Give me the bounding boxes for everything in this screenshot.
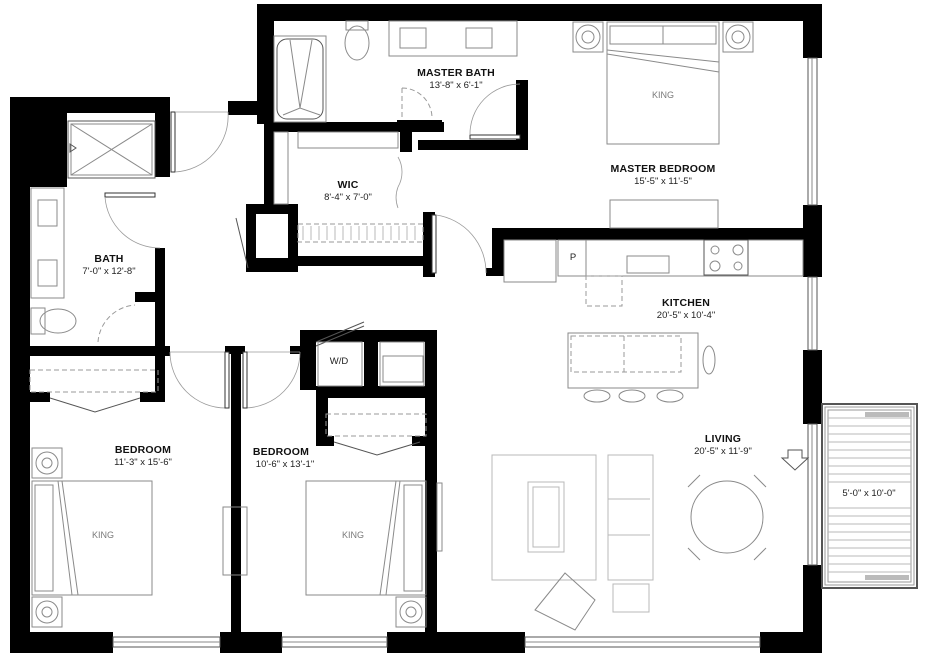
- bedroom-1-bed-label: KING: [92, 530, 114, 540]
- bedroom-1-fixtures: [29, 369, 248, 628]
- kitchen-fixtures: [503, 239, 804, 403]
- room-name-living: LIVING: [705, 433, 741, 445]
- room-dims-master-bath: 13'-8" x 6'-1": [429, 80, 482, 91]
- room-dims-master-bedroom: 15'-5" x 11'-5": [634, 176, 692, 187]
- room-dims-bedroom-2: 10'-6" x 13'-1": [256, 459, 314, 470]
- room-name-bedroom-1: BEDROOM: [115, 444, 171, 456]
- room-dims-bath: 7'-0" x 12'-8": [82, 266, 135, 277]
- balcony-dims: 5'-0" x 10'-0": [842, 488, 895, 499]
- master-bed-label: KING: [652, 90, 674, 100]
- laundry-label: W/D: [330, 356, 349, 367]
- room-name-kitchen: KITCHEN: [662, 297, 710, 309]
- bedroom-2-fixtures: [305, 413, 443, 628]
- doors: [97, 83, 521, 409]
- room-name-master-bedroom: MASTER BEDROOM: [611, 163, 716, 175]
- room-name-wic: WIC: [337, 179, 358, 191]
- room-name-bedroom-2: BEDROOM: [253, 446, 309, 458]
- wic-fixtures: [235, 131, 424, 269]
- pantry-label: P: [570, 252, 576, 263]
- room-dims-living: 20'-5" x 11'-9": [694, 446, 752, 457]
- bedroom-2-bed-label: KING: [342, 530, 364, 540]
- room-dims-bedroom-1: 11'-3" x 15'-6": [114, 457, 172, 468]
- windows: [112, 57, 818, 648]
- master-bath-fixtures: [273, 20, 518, 123]
- balcony: [821, 403, 918, 589]
- down-arrow-entry-icon: [780, 449, 810, 471]
- master-bedroom-fixtures: [572, 21, 754, 229]
- room-labels: MASTER BATH 13'-8" x 6'-1" MASTER BEDROO…: [82, 67, 895, 540]
- room-dims-kitchen: 20'-5" x 10'-4": [657, 310, 715, 321]
- room-dims-wic: 8'-4" x 7'-0": [324, 192, 372, 203]
- bath-fixtures: [30, 120, 156, 335]
- living-fixtures: [491, 449, 810, 631]
- walls: [10, 4, 822, 653]
- room-name-master-bath: MASTER BATH: [417, 67, 495, 79]
- room-name-bath: BATH: [94, 253, 123, 265]
- laundry-fixtures: [317, 341, 425, 387]
